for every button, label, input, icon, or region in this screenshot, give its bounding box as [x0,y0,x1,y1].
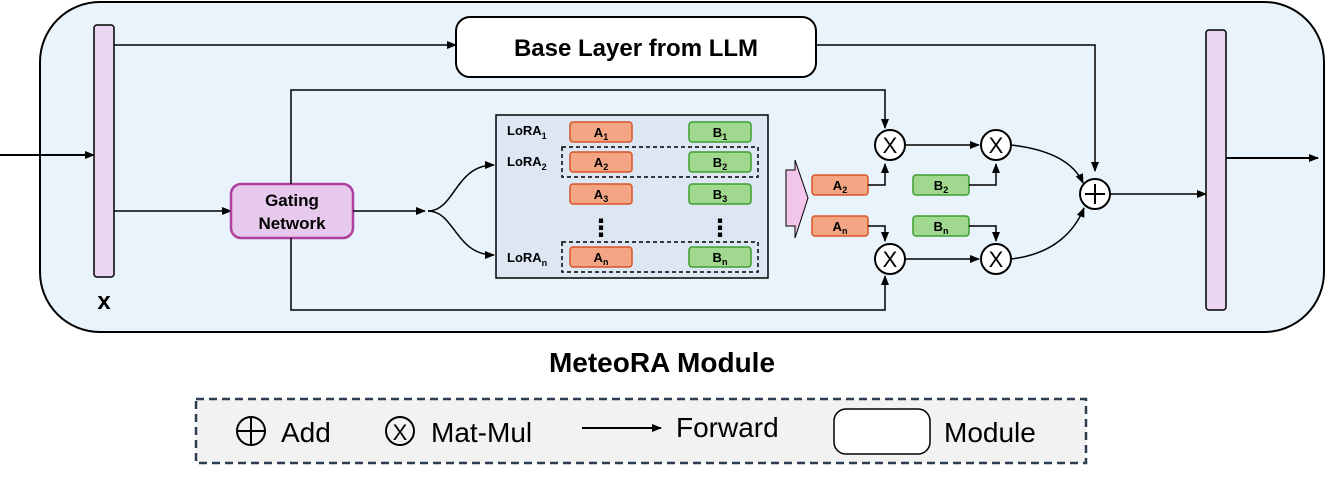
ellipsis-a: ⋮ [589,215,613,242]
matmul-op-bottom-a: X [874,243,906,275]
module-title: MeteoRA Module [549,347,775,378]
matmul-op-top-a: X [874,129,906,161]
gating-label-line1: Gating [265,191,319,210]
svg-text:B2: B2 [934,178,948,195]
svg-text:X: X [393,420,408,445]
base-to-add-arrow [816,44,1099,172]
svg-text:An: An [833,219,848,236]
b2-block: B2 [688,151,752,173]
an-block: An [569,246,633,268]
lora2-label: LoRA2 [507,154,547,172]
svg-text:X: X [989,133,1004,158]
svg-text:Bn: Bn [713,250,728,267]
loran-selection [561,241,759,273]
legend-module-label: Module [944,417,1036,448]
b1-block: B1 [688,121,752,143]
svg-text:Bn: Bn [934,219,949,236]
svg-text:An: An [594,250,609,267]
svg-text:A3: A3 [594,187,608,204]
svg-text:B3: B3 [713,187,727,204]
matmul-op-top-b: X [980,129,1012,161]
bottom-to-add [1010,207,1085,260]
b3-block: B3 [688,183,752,205]
selected-b2: B2 [912,174,970,196]
an-to-mul [868,225,889,242]
a2-to-mul [868,163,889,186]
add-op [1079,178,1111,210]
selected-an: An [811,215,869,237]
svg-text:X: X [883,247,898,272]
path-to-top-mul [290,89,889,184]
svg-text:A1: A1 [594,125,608,142]
selected-a2: A2 [811,174,869,196]
bn-to-mul [969,225,1000,242]
legend-add-label: Add [281,417,331,448]
branch-down [427,210,495,259]
legend-box [194,397,1088,465]
selection-arrow [785,159,809,239]
path-to-bottom-mul [290,238,889,311]
output-bar [1205,29,1227,311]
b2-to-mul [969,163,1000,186]
a2-block: A2 [569,151,633,173]
a3-block: A3 [569,183,633,205]
svg-text:X: X [989,247,1004,272]
branch-up [427,161,495,212]
svg-text:B1: B1 [713,125,727,142]
legend-add-icon [236,416,266,446]
loran-label: LoRAn [507,250,547,268]
ellipsis-b: ⋮ [708,215,732,242]
lora1-label: LoRA1 [507,123,547,141]
legend-module-icon [833,408,931,455]
matmul-op-bottom-b: X [980,243,1012,275]
input-label: x [97,288,111,315]
lora2-selection [561,146,759,178]
legend-forward-label: Forward [676,412,779,443]
svg-text:X: X [883,133,898,158]
gating-label-line2: Network [258,214,326,233]
svg-text:A2: A2 [833,178,847,195]
selected-bn: Bn [912,215,970,237]
legend-matmul-icon: X [385,416,415,446]
a1-block: A1 [569,121,633,143]
legend-matmul-label: Mat-Mul [431,417,532,448]
top-to-add [1010,144,1084,184]
svg-text:B2: B2 [713,155,727,172]
bn-block: Bn [688,246,752,268]
base-layer-label: Base Layer from LLM [514,35,758,62]
input-bar [93,24,115,278]
base-layer-box [455,16,817,78]
svg-text:A2: A2 [594,155,608,172]
